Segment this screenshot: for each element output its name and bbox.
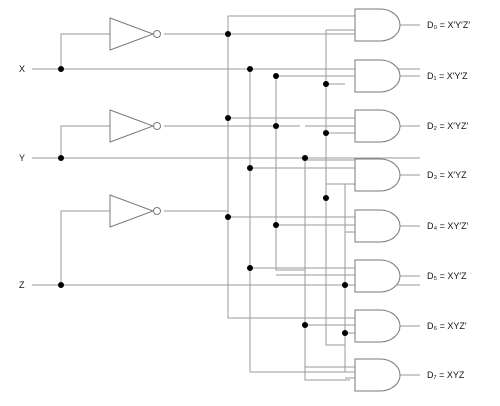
junction — [247, 265, 253, 271]
junction — [323, 130, 329, 136]
inverter-x-triangle — [109, 17, 155, 51]
junctions — [58, 31, 348, 336]
wire-x-to-inverter — [60, 33, 110, 69]
output-label-d7: D₇ = XYZ — [427, 370, 465, 380]
gate7-inputs — [250, 366, 355, 379]
gate0-inputs — [228, 15, 355, 35]
output-label-d2: D₂ = X′YZ′ — [427, 121, 468, 131]
junction — [225, 31, 231, 37]
junction — [342, 282, 348, 288]
inverter-y-triangle — [109, 109, 155, 143]
and-gate-3 — [354, 158, 401, 192]
gate-outputs — [400, 24, 420, 376]
junction — [302, 322, 308, 328]
and-gates — [354, 8, 401, 392]
bus-x — [249, 69, 300, 373]
input-label-x: X — [19, 64, 25, 74]
input-labels: X Y Z — [19, 64, 25, 290]
bus-y-complement — [275, 76, 305, 271]
and-gate-2 — [354, 109, 401, 143]
junction — [342, 330, 348, 336]
output-label-d4: D₄ = XY′Z′ — [427, 221, 469, 231]
junction — [247, 66, 253, 72]
junction — [225, 214, 231, 220]
junction-z-input — [58, 282, 64, 288]
inverters — [109, 17, 161, 228]
output-label-d5: D₅ = XY′Z — [427, 271, 467, 281]
junction-x-input — [58, 66, 64, 72]
and-gate-0 — [354, 8, 401, 42]
bus-z-complement — [325, 30, 345, 346]
inverter-y — [109, 109, 161, 143]
junction — [323, 195, 329, 201]
and-gate-1 — [354, 59, 401, 93]
and-gate-5 — [354, 259, 401, 293]
output-label-d6: D₆ = XYZ′ — [427, 321, 467, 331]
bus-y — [304, 158, 350, 381]
inverter-z-triangle — [109, 194, 155, 228]
and-gate-4 — [354, 209, 401, 243]
wire-z-to-inverter — [60, 210, 110, 285]
gate1-inputs — [250, 68, 355, 85]
junction-y-input — [58, 155, 64, 161]
wire-y-to-inverter — [60, 125, 110, 158]
junction — [323, 81, 329, 87]
gate3-inputs — [250, 159, 355, 198]
gate4-inputs — [228, 216, 355, 233]
inverter-z-bubble — [153, 207, 161, 215]
junction — [225, 115, 231, 121]
bus-x-complement — [227, 16, 305, 319]
inverter-x-bubble — [153, 30, 161, 38]
inverter-y-bubble — [153, 122, 161, 130]
output-label-d1: D₁ = X′Y′Z — [427, 71, 468, 81]
junction — [273, 222, 279, 228]
input-label-z: Z — [19, 280, 25, 290]
junction — [302, 155, 308, 161]
output-labels: D₀ = X′Y′Z′ D₁ = X′Y′Z D₂ = X′YZ′ D₃ = X… — [427, 20, 470, 380]
gate2-inputs — [228, 117, 355, 134]
and-gate-6 — [354, 309, 401, 343]
inverter-z — [109, 194, 161, 228]
input-label-y: Y — [19, 153, 25, 163]
output-label-d0: D₀ = X′Y′Z′ — [427, 20, 470, 30]
and-gate-7 — [354, 358, 401, 392]
output-label-d3: D₃ = X′YZ — [427, 170, 467, 180]
gate5-inputs — [250, 267, 355, 286]
junction — [273, 123, 279, 129]
inverter-x — [109, 17, 161, 51]
junction — [273, 73, 279, 79]
junction — [247, 165, 253, 171]
bus-z — [344, 184, 355, 373]
